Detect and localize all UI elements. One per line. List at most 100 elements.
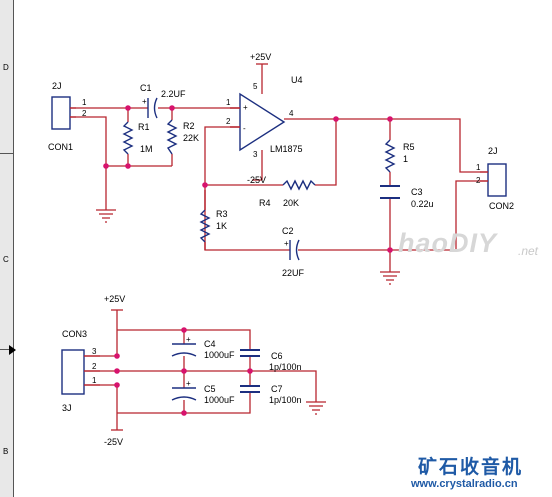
wire-r4 <box>205 119 337 186</box>
con3-pin-3: 3 <box>92 347 97 356</box>
c1-value-label: 2.2UF <box>161 89 186 99</box>
junction-dots <box>103 105 393 416</box>
c6-symbol <box>240 349 260 357</box>
u4-pin-1: 1 <box>226 98 231 107</box>
c2-symbol <box>289 239 300 261</box>
u4-triangle <box>239 92 286 152</box>
c3-value-label: 0.22u <box>411 199 434 209</box>
site-url: www.crystalradio.cn <box>411 478 518 490</box>
vneg-label-u4: -25V <box>247 175 266 185</box>
c4-value-label: 1000uF <box>204 350 235 360</box>
con3-pins <box>84 355 100 386</box>
con2-pins <box>480 171 488 182</box>
con3-pin-1: 1 <box>92 376 97 385</box>
u4-plus-sign: + <box>243 103 248 112</box>
wire-c3 <box>389 180 480 272</box>
vpos-label-supply: +25V <box>104 294 125 304</box>
junction-dot <box>125 163 131 169</box>
wire-output <box>284 118 480 173</box>
con3-body <box>61 349 85 395</box>
c5-symbol <box>171 387 197 401</box>
junction-dot <box>114 368 120 374</box>
c4-ref-label: C4 <box>204 339 216 349</box>
junction-dot <box>247 368 253 374</box>
r5-zigzag <box>384 139 396 173</box>
zone-label-c: C <box>3 255 9 264</box>
r2-zigzag <box>166 119 178 155</box>
component-bodies <box>51 92 507 401</box>
r3-value-label: 1K <box>216 221 227 231</box>
junction-dot <box>387 247 393 253</box>
junction-dot <box>181 410 187 416</box>
vpos-label-u4: +25V <box>250 52 271 62</box>
c5-plus-sign: + <box>186 379 191 388</box>
wire-r1-r2-top <box>106 108 173 167</box>
r5-ref-label: R5 <box>403 142 415 152</box>
r4-zigzag <box>282 179 316 191</box>
wire-supply-neg <box>100 384 251 430</box>
c2-value-label: 22UF <box>282 268 305 278</box>
c4-plus-sign: + <box>186 335 191 344</box>
con1-type-label: 2J <box>52 81 62 91</box>
frame-marker-arrow <box>9 345 16 355</box>
con3-type-label: 3J <box>62 403 72 413</box>
c1-ref-label: C1 <box>140 83 152 93</box>
wire-con1-pin2 <box>76 116 107 210</box>
r2-ref-label: R2 <box>183 121 195 131</box>
c6-value-label: 1p/100n <box>269 362 302 372</box>
r4-value-label: 20K <box>283 198 299 208</box>
frame-tick <box>0 349 13 350</box>
ground-symbol-output <box>380 271 400 285</box>
junction-dot <box>114 353 120 359</box>
con1-body <box>51 96 71 130</box>
watermark-brand: haoDIY <box>398 228 498 258</box>
c7-value-label: 1p/100n <box>269 395 302 405</box>
con2-pin-2: 2 <box>476 176 481 185</box>
u4-pins <box>230 107 240 128</box>
ground-symbols <box>96 209 400 415</box>
u4-pin-5: 5 <box>253 82 258 91</box>
con3-ref-label: CON3 <box>62 329 87 339</box>
con3-pin-2: 2 <box>92 362 97 371</box>
u4-pin-4: 4 <box>289 109 294 118</box>
r3-zigzag <box>199 209 211 243</box>
r1-value-label: 1M <box>140 144 153 154</box>
u4-pin-2: 2 <box>226 117 231 126</box>
junction-dot <box>169 105 175 111</box>
con1-pin-2: 2 <box>82 109 87 118</box>
c2-ref-label: C2 <box>282 226 294 236</box>
u4-ref-label: U4 <box>291 75 303 85</box>
u4-pin-3: 3 <box>253 150 258 159</box>
r3-ref-label: R3 <box>216 209 228 219</box>
junction-dot <box>125 105 131 111</box>
con2-type-label: 2J <box>488 146 498 156</box>
r5-value-label: 1 <box>403 154 408 164</box>
r2-value-label: 22K <box>183 133 199 143</box>
c7-symbol <box>240 385 260 393</box>
con1-pin-1: 1 <box>82 98 87 107</box>
junction-dot <box>202 182 208 188</box>
junction-dot <box>333 116 339 122</box>
con2-body <box>487 163 507 197</box>
zone-label-b: B <box>3 447 9 456</box>
con1-pins <box>70 107 76 118</box>
r4-ref-label: R4 <box>259 198 271 208</box>
sheet-frame-border: D C B <box>0 0 14 497</box>
c5-value-label: 1000uF <box>204 395 235 405</box>
wire-inverting <box>204 126 390 251</box>
junction-dot <box>181 368 187 374</box>
c1-plus-sign: + <box>142 97 147 106</box>
c5-ref-label: C5 <box>204 384 216 394</box>
watermark-suffix: .net <box>518 244 539 258</box>
ground-symbol-input <box>96 209 116 223</box>
junction-dot <box>387 116 393 122</box>
u4-value-label: LM1875 <box>270 144 303 154</box>
con2-ref-label: CON2 <box>489 201 514 211</box>
wire-supply-gnd <box>100 370 317 402</box>
zone-label-d: D <box>3 63 9 72</box>
c7-ref-label: C7 <box>271 384 283 394</box>
c6-ref-label: C6 <box>271 351 283 361</box>
labels: 2J CON1 1 2 C1 2.2UF + R1 1M R2 22K U4 L… <box>48 52 514 447</box>
con2-pin-1: 1 <box>476 163 481 172</box>
c4-symbol <box>171 343 197 357</box>
